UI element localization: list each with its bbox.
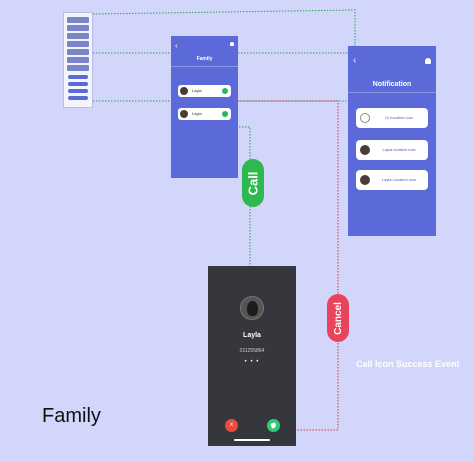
- flow-label: Family: [42, 405, 101, 427]
- back-arrow-icon[interactable]: ‹: [353, 55, 357, 66]
- phone-icon[interactable]: [222, 88, 228, 94]
- decline-call-button[interactable]: x: [225, 419, 238, 432]
- back-arrow-icon[interactable]: ‹: [175, 41, 178, 50]
- avatar: [360, 145, 370, 155]
- caller-avatar: [240, 296, 264, 320]
- home-screen-thumbnail[interactable]: [63, 12, 93, 108]
- family-screen: ‹ Family Layla Layla: [171, 36, 238, 178]
- avatar: [360, 175, 370, 185]
- call-screen: Layla 011255864 • • • x: [208, 266, 296, 446]
- call-status-dots: • • •: [244, 359, 260, 365]
- cancel-label: Cancel: [332, 301, 344, 335]
- bell-icon[interactable]: [425, 58, 431, 64]
- phone-icon[interactable]: [222, 111, 228, 117]
- avatar: [360, 113, 370, 123]
- divider: [348, 92, 436, 93]
- home-indicator: [234, 439, 270, 441]
- cancel-connector-pill: Cancel: [327, 294, 349, 342]
- caller-number: 011255864: [239, 348, 265, 354]
- event-label: Call Icon Success Event: [356, 359, 460, 369]
- member-name: Layla: [192, 111, 202, 116]
- family-member-card[interactable]: Layla: [178, 108, 231, 120]
- bell-icon[interactable]: [230, 42, 234, 46]
- caller-name: Layla: [243, 332, 261, 339]
- notification-text: Layla Location now: [381, 177, 417, 182]
- notification-item[interactable]: Layla Location now: [356, 170, 428, 190]
- avatar: [180, 110, 188, 118]
- accept-call-button[interactable]: [267, 419, 280, 432]
- notification-text: Layla location now: [382, 147, 416, 152]
- divider: [171, 66, 238, 67]
- notification-item[interactable]: Dr location now: [356, 108, 428, 128]
- notification-title: Notification: [372, 81, 412, 88]
- family-member-card[interactable]: Layla: [178, 85, 231, 97]
- call-label: Call: [245, 171, 261, 195]
- notification-text: Dr location now: [385, 115, 413, 120]
- notification-screen: ‹ Notification Dr location now Layla loc…: [348, 46, 436, 236]
- call-connector-pill: Call: [242, 159, 264, 207]
- member-name: Layla: [192, 88, 202, 93]
- family-title: Family: [196, 56, 213, 62]
- avatar: [180, 87, 188, 95]
- notification-item[interactable]: Layla location now: [356, 140, 428, 160]
